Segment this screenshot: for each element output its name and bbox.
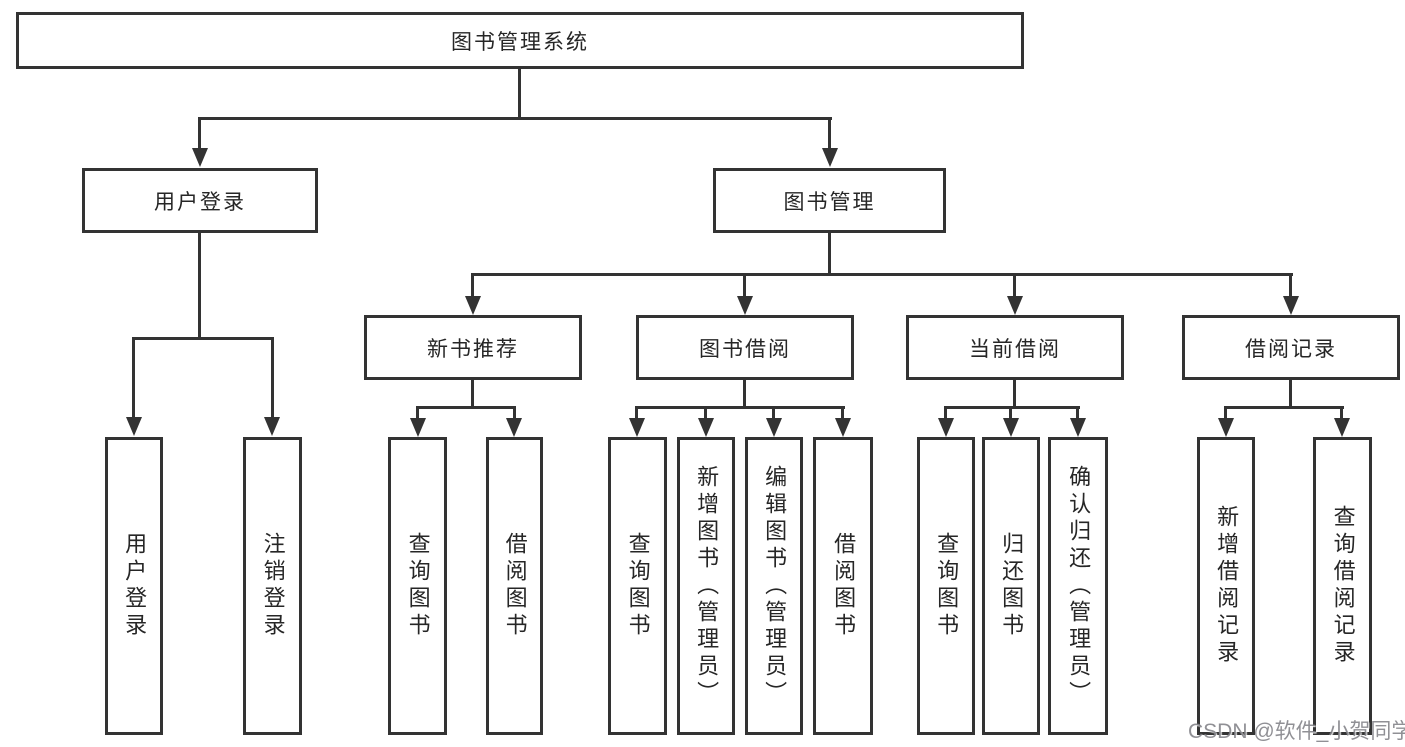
leaf-logout-login: 注销登录 bbox=[243, 437, 302, 735]
leaf-confirm-return-admin: 确认归还（管理员） bbox=[1048, 437, 1108, 735]
leaf-borrow-books-recommendation: 借阅图书 bbox=[486, 437, 543, 735]
connector-line bbox=[743, 273, 746, 299]
connector-line bbox=[471, 273, 474, 299]
connector-line bbox=[518, 66, 521, 119]
connector-line bbox=[1076, 406, 1079, 420]
connector-line bbox=[471, 273, 1293, 276]
node-book-management: 图书管理 bbox=[713, 168, 946, 233]
node-label: 当前借阅 bbox=[969, 337, 1061, 361]
leaf-edit-books-admin: 编辑图书（管理员） bbox=[745, 437, 803, 735]
node-label: 查询图书 bbox=[405, 532, 431, 640]
connector-line bbox=[416, 406, 419, 420]
node-label: 新增图书（管理员） bbox=[694, 464, 720, 708]
arrow-down-icon bbox=[698, 418, 714, 437]
node-new-book-recommendation: 新书推荐 bbox=[364, 315, 582, 380]
node-label: 查询图书 bbox=[625, 532, 651, 640]
connector-line bbox=[772, 406, 775, 420]
arrow-down-icon bbox=[629, 418, 645, 437]
arrow-down-icon bbox=[737, 296, 753, 315]
connector-line bbox=[704, 406, 707, 420]
connector-line bbox=[1340, 406, 1343, 420]
node-label: 借阅记录 bbox=[1245, 337, 1337, 361]
connector-line bbox=[743, 378, 746, 409]
node-label: 确认归还（管理员） bbox=[1066, 464, 1092, 708]
leaf-add-borrow-record: 新增借阅记录 bbox=[1197, 437, 1255, 735]
node-label: 编辑图书（管理员） bbox=[762, 464, 788, 708]
connector-line bbox=[132, 337, 274, 340]
node-label: 借阅图书 bbox=[831, 532, 857, 640]
leaf-user-login: 用户登录 bbox=[105, 437, 163, 735]
leaf-query-books-recommendation: 查询图书 bbox=[388, 437, 447, 735]
arrow-down-icon bbox=[465, 296, 481, 315]
node-label: 图书管理系统 bbox=[451, 30, 589, 54]
arrow-down-icon bbox=[1007, 296, 1023, 315]
connector-line bbox=[416, 406, 516, 409]
arrow-down-icon bbox=[766, 418, 782, 437]
arrow-down-icon bbox=[192, 148, 208, 167]
node-label: 注销登录 bbox=[260, 532, 286, 640]
arrow-down-icon bbox=[835, 418, 851, 437]
connector-line bbox=[1009, 406, 1012, 420]
node-label: 图书借阅 bbox=[699, 337, 791, 361]
connector-line bbox=[1224, 406, 1227, 420]
arrow-down-icon bbox=[264, 417, 280, 436]
node-current-borrowing: 当前借阅 bbox=[906, 315, 1124, 380]
connector-line bbox=[198, 231, 201, 339]
connector-line bbox=[1224, 406, 1344, 409]
connector-line bbox=[271, 337, 274, 421]
connector-line bbox=[841, 406, 844, 420]
leaf-borrow-books: 借阅图书 bbox=[813, 437, 873, 735]
connector-line bbox=[1013, 378, 1016, 409]
connector-line bbox=[198, 117, 201, 152]
node-label: 查询图书 bbox=[934, 532, 960, 640]
leaf-query-books-current: 查询图书 bbox=[917, 437, 975, 735]
node-borrowing-records: 借阅记录 bbox=[1182, 315, 1400, 380]
connector-line bbox=[198, 117, 832, 120]
node-book-borrowing: 图书借阅 bbox=[636, 315, 854, 380]
arrow-down-icon bbox=[410, 418, 426, 437]
connector-line bbox=[513, 406, 516, 420]
connector-line bbox=[1289, 273, 1292, 299]
arrow-down-icon bbox=[1218, 418, 1234, 437]
connector-line bbox=[635, 406, 638, 420]
leaf-query-borrow-record: 查询借阅记录 bbox=[1313, 437, 1372, 735]
node-label: 新增借阅记录 bbox=[1214, 505, 1240, 667]
arrow-down-icon bbox=[1283, 296, 1299, 315]
node-label: 用户登录 bbox=[154, 190, 246, 214]
connector-line bbox=[944, 406, 1080, 409]
node-label: 用户登录 bbox=[122, 532, 148, 640]
node-user-login: 用户登录 bbox=[82, 168, 318, 233]
node-label: 借阅图书 bbox=[502, 532, 528, 640]
arrow-down-icon bbox=[506, 418, 522, 437]
node-library-management-system: 图书管理系统 bbox=[16, 12, 1024, 69]
watermark: CSDN @软件_小贺同学 bbox=[1188, 720, 1405, 743]
connector-line bbox=[635, 406, 845, 409]
arrow-down-icon bbox=[126, 417, 142, 436]
connector-line bbox=[828, 231, 831, 276]
node-label: 查询借阅记录 bbox=[1330, 505, 1356, 667]
leaf-query-books-borrowing: 查询图书 bbox=[608, 437, 667, 735]
node-label: 归还图书 bbox=[999, 532, 1025, 640]
arrow-down-icon bbox=[822, 148, 838, 167]
connector-line bbox=[828, 117, 831, 152]
arrow-down-icon bbox=[1003, 418, 1019, 437]
arrow-down-icon bbox=[1334, 418, 1350, 437]
connector-line bbox=[1289, 378, 1292, 409]
connector-line bbox=[471, 378, 474, 409]
connector-line bbox=[1013, 273, 1016, 299]
connector-line bbox=[944, 406, 947, 420]
leaf-return-books: 归还图书 bbox=[982, 437, 1040, 735]
node-label: 新书推荐 bbox=[427, 337, 519, 361]
arrow-down-icon bbox=[938, 418, 954, 437]
arrow-down-icon bbox=[1070, 418, 1086, 437]
node-label: 图书管理 bbox=[783, 190, 876, 214]
connector-line bbox=[132, 337, 135, 421]
leaf-add-books-admin: 新增图书（管理员） bbox=[677, 437, 735, 735]
